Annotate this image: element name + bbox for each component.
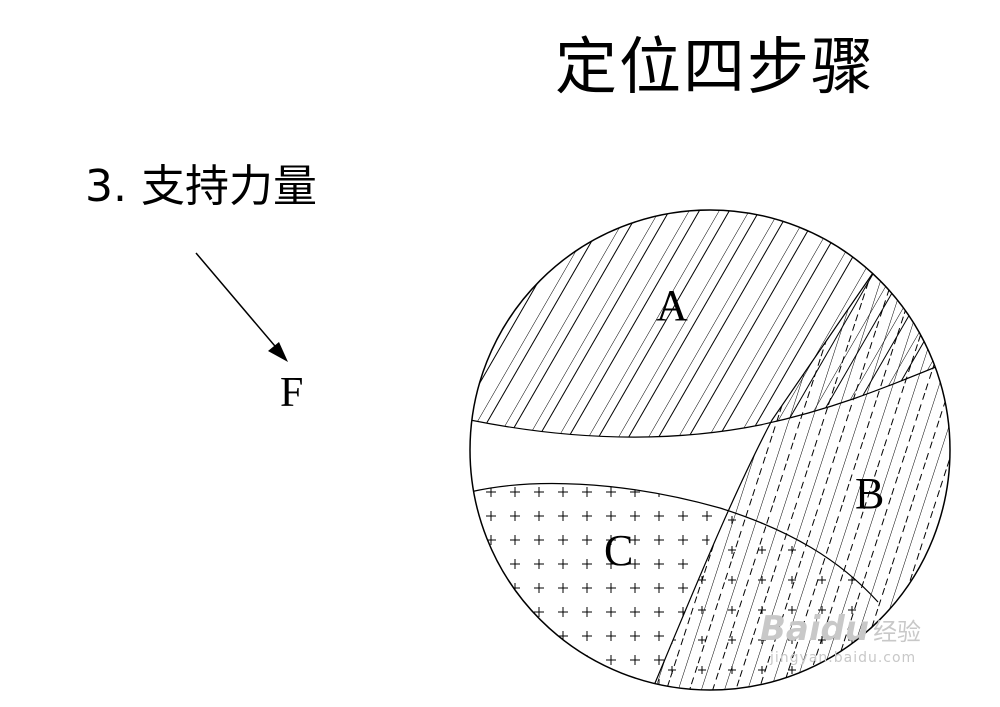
watermark-brand: Baidu <box>760 609 869 649</box>
region-c-label: C <box>604 526 633 575</box>
region-b-label: B <box>855 469 884 518</box>
region-a-label: A <box>656 281 688 330</box>
force-arrow <box>196 253 288 362</box>
watermark-brand-cn: 经验 <box>873 618 921 646</box>
watermark-url: jingyan.baidu.com <box>770 650 921 666</box>
